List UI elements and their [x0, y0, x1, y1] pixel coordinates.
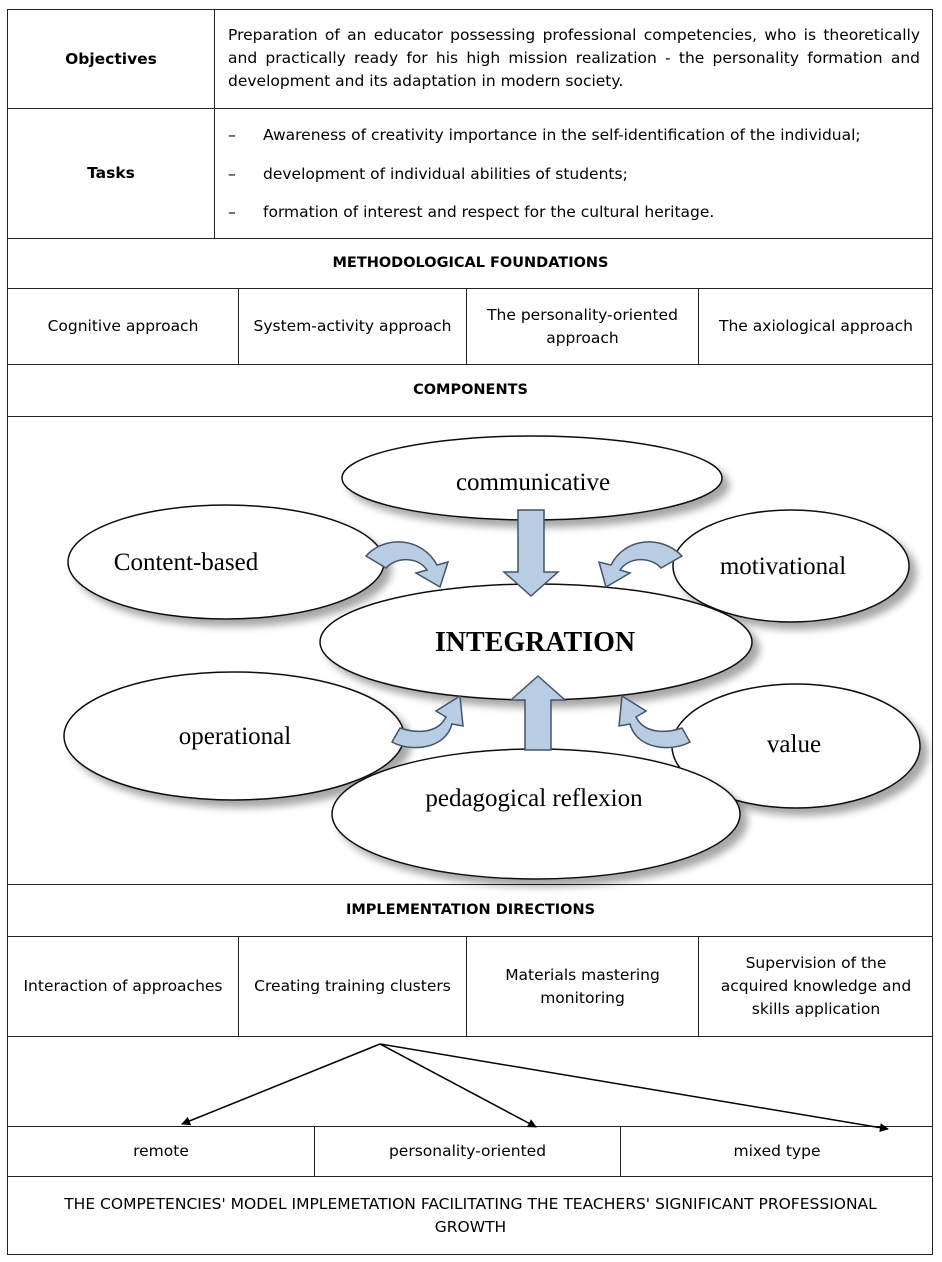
dash-bullet: – [228, 165, 236, 183]
branch-arrow [379, 1043, 889, 1133]
divider [7, 108, 933, 109]
direction-cell: Supervision of the acquired knowledge an… [720, 954, 912, 1018]
down-arrow [502, 509, 560, 598]
divider [7, 364, 933, 365]
divider [238, 936, 239, 1036]
form-cell: mixed type [733, 1142, 821, 1160]
integration-label: INTEGRATION [435, 627, 635, 658]
divider [466, 288, 467, 364]
approach-cell: The axiological approach [719, 317, 913, 335]
model-frame [7, 9, 933, 1255]
curved-arrow [618, 694, 692, 749]
motivational-ellipse [672, 509, 910, 623]
divider [7, 936, 933, 937]
form-cell: personality-oriented [388, 1142, 547, 1160]
divider [620, 1126, 621, 1176]
direction-cell: Materials mastering monitoring [505, 965, 660, 1007]
motivational-label: motivational [720, 553, 846, 580]
curved-arrow [364, 541, 450, 589]
approach-cell: Cognitive approach [47, 317, 199, 335]
divider [7, 1176, 933, 1177]
divider [214, 9, 215, 238]
direction-cell: Creating training clusters [254, 977, 451, 995]
divider [7, 416, 933, 417]
approach-cell: System-activity approach [253, 317, 452, 335]
methodological-foundations-title: METHODOLOGICAL FOUNDATIONS [332, 255, 609, 271]
operational-label: operational [179, 723, 292, 750]
curved-arrow [597, 541, 684, 589]
up-arrow [509, 674, 567, 751]
branch-arrow [181, 1043, 381, 1126]
task-text: development of individual abilities of s… [263, 165, 628, 183]
task-item: – development of individual abilities of … [228, 164, 628, 184]
pedagogical-reflexion-label: pedagogical reflexion [425, 785, 643, 812]
branch-arrow [379, 1043, 537, 1128]
divider [466, 936, 467, 1036]
divider [7, 238, 933, 239]
dash-bullet: – [228, 203, 236, 221]
curved-arrow [390, 694, 464, 749]
task-text: formation of interest and respect for th… [263, 203, 715, 221]
divider [7, 1036, 933, 1037]
communicative-label: communicative [456, 469, 610, 496]
dash-bullet: – [228, 126, 236, 144]
task-item: – Awareness of creativity importance in t… [228, 125, 861, 145]
task-text: Awareness of creativity importance in th… [263, 126, 861, 144]
implementation-directions-title: IMPLEMENTATION DIRECTIONS [345, 902, 596, 918]
divider [7, 1126, 933, 1127]
approach-cell: The personality-oriented approach [487, 305, 678, 347]
divider [238, 288, 239, 364]
pedagogical-reflexion-ellipse [331, 748, 741, 880]
divider [698, 288, 699, 364]
components-title: COMPONENTS [413, 382, 528, 398]
objectives-label: Objectives [65, 49, 157, 68]
tasks-label: Tasks [87, 164, 135, 182]
divider [698, 936, 699, 1036]
value-label: value [767, 731, 821, 758]
task-item: – formation of interest and respect for t… [228, 202, 714, 222]
conclusion-text: THE COMPETENCIES' MODEL IMPLEMETATION FA… [64, 1194, 877, 1236]
divider [7, 884, 933, 885]
content-based-label: Content-based [114, 549, 259, 576]
direction-cell: Interaction of approaches [23, 977, 223, 995]
divider [314, 1126, 315, 1176]
form-cell: remote [133, 1142, 189, 1160]
objectives-text: Preparation of an educator possessing pr… [228, 26, 920, 90]
divider [7, 288, 933, 289]
